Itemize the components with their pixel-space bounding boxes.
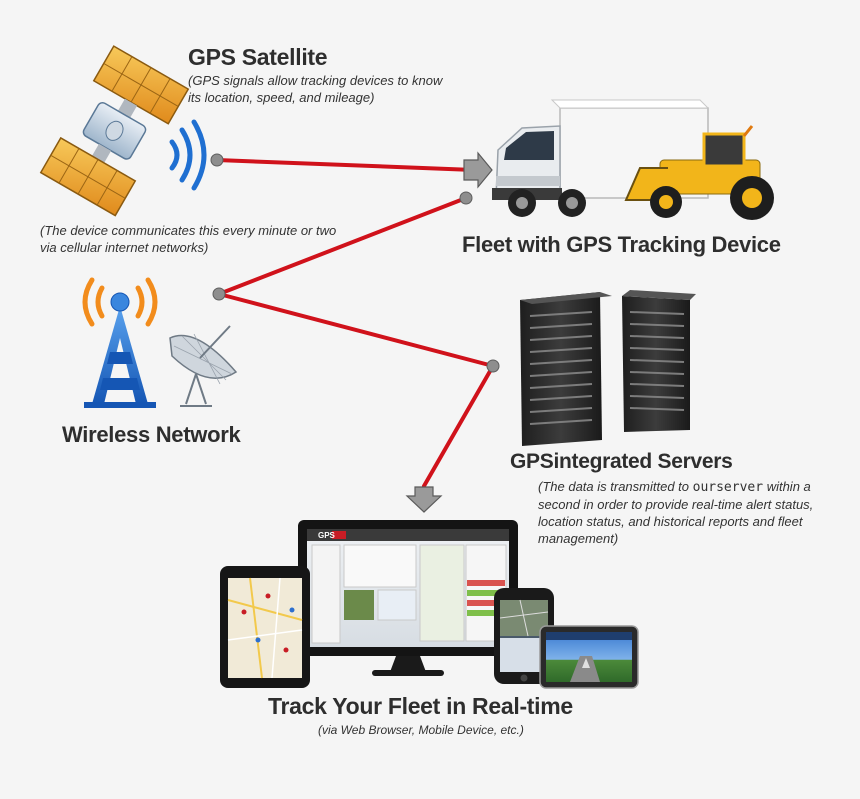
servers-title: GPSintegrated Servers <box>510 450 733 474</box>
track-arrow-icon <box>405 486 443 513</box>
connection-nodes <box>210 153 500 373</box>
server-rack-icon <box>622 290 696 432</box>
gps-satellite-title: GPS Satellite <box>188 44 328 70</box>
satellite-signal-icon <box>169 119 207 191</box>
connection-lines <box>215 158 495 488</box>
servers-brand: GPSintegrated <box>510 450 652 473</box>
fleet-title: Fleet with GPS Tracking Device <box>462 232 781 257</box>
fleet-to-wireless-line <box>217 196 468 296</box>
servers-note-end: within a second in order to provide real… <box>538 479 814 546</box>
gps-navigator-icon <box>539 625 639 689</box>
tower-signal-icon <box>82 277 158 327</box>
wireless-network-title: Wireless Network <box>62 422 241 447</box>
servers-node <box>486 359 500 373</box>
satellite-dish-icon <box>169 325 238 407</box>
fleet-arrow-icon <box>463 151 493 189</box>
servers-note-start: (The data is transmitted to <box>538 479 693 494</box>
fleet-node <box>459 191 473 205</box>
gps-satellite-note: (GPS signals allow tracking devices to k… <box>188 73 443 105</box>
wireless-to-servers-line <box>217 292 495 368</box>
satellite-node <box>210 153 224 167</box>
servers-to-track-line <box>422 364 495 488</box>
monitor-brand: GPS <box>318 531 336 540</box>
desktop-monitor-icon <box>298 520 518 676</box>
server-rack-icon <box>520 292 612 446</box>
track-fleet-title: Track Your Fleet in Real-time <box>268 693 573 719</box>
track-fleet-note: (via Web Browser, Mobile Device, etc.) <box>318 723 524 737</box>
communication-note: (The device communicates this every minu… <box>40 223 337 255</box>
cell-tower-icon <box>84 292 156 408</box>
loader-icon <box>624 125 774 220</box>
tablet-icon <box>220 566 310 688</box>
servers-label: Servers <box>657 450 733 473</box>
satellite-to-fleet-line <box>215 158 476 172</box>
satellite-icon <box>39 45 190 217</box>
wireless-node <box>212 287 226 301</box>
servers-note: (The data is transmitted to ourserver wi… <box>538 478 838 547</box>
servers-note-mono: ourserver <box>692 480 764 495</box>
